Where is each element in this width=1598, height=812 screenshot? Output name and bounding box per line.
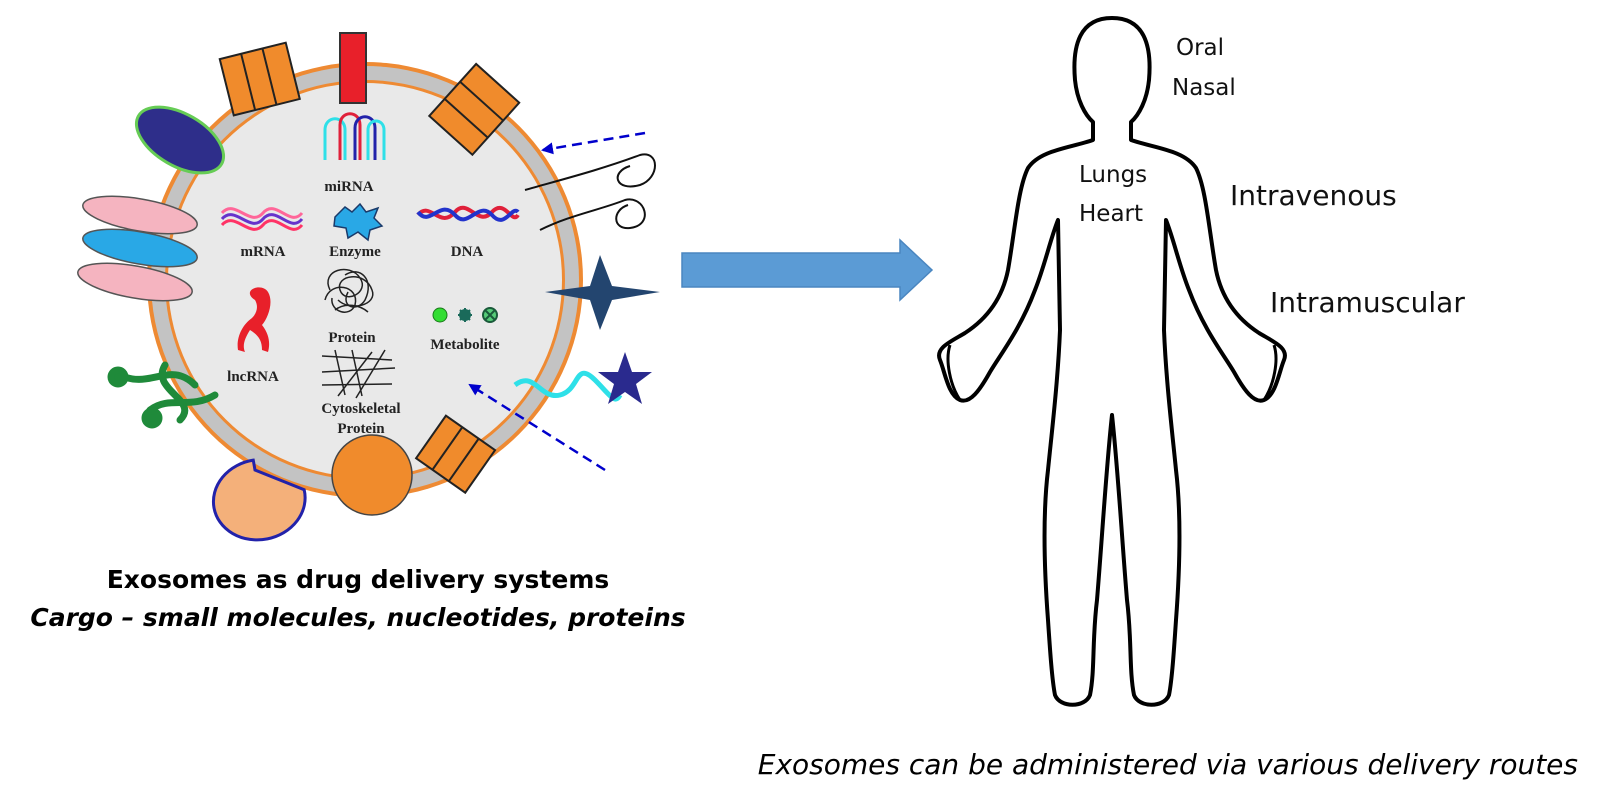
label-cytoskeletal: Cytoskeletal xyxy=(321,401,400,417)
label-mrna: mRNA xyxy=(241,244,286,260)
human-body-outline xyxy=(937,16,1287,707)
navy-membrane-protein xyxy=(134,105,226,175)
exosome-caption-title: Exosomes as drug delivery systems xyxy=(106,565,610,594)
cyan-wave-ligand xyxy=(513,370,623,402)
label-mirna: miRNA xyxy=(324,179,373,195)
receptor-top-right xyxy=(427,62,521,157)
label-lncrna: lncRNA xyxy=(227,369,279,385)
enzyme-icon xyxy=(333,202,384,242)
orange-membrane-protein xyxy=(331,434,413,516)
cytoskeletal-icon xyxy=(321,349,396,399)
label-protein: Protein xyxy=(328,330,376,346)
pacman-membrane-protein xyxy=(211,458,307,542)
mrna-icon xyxy=(220,207,304,231)
label-oral: Oral xyxy=(1176,35,1224,61)
protein-icon xyxy=(324,268,374,313)
dna-icon xyxy=(416,205,520,222)
label-dna: DNA xyxy=(451,244,484,260)
receptor-top-left xyxy=(218,41,301,117)
star-ligand-icon xyxy=(598,352,652,404)
delivery-arrow xyxy=(681,238,934,302)
label-cytoskeletal-protein: Protein xyxy=(337,421,385,437)
uptake-arrow-top xyxy=(541,131,646,155)
curly-ligands xyxy=(524,153,656,231)
label-heart: Heart xyxy=(1079,201,1143,227)
label-lungs: Lungs xyxy=(1079,162,1147,188)
label-metabolite: Metabolite xyxy=(430,337,499,353)
navy-star-ligand xyxy=(545,255,660,330)
delivery-routes-caption: Exosomes can be administered via various… xyxy=(757,748,1578,781)
red-membrane-protein xyxy=(339,32,367,104)
mirna-icon xyxy=(323,112,386,160)
tetraspanin-stack xyxy=(77,195,198,302)
label-intravenous: Intravenous xyxy=(1230,179,1397,212)
receptor-bottom-right xyxy=(414,414,497,495)
uptake-arrow-bottom xyxy=(468,383,606,472)
metabolite-icon xyxy=(432,307,498,323)
label-nasal: Nasal xyxy=(1172,75,1236,101)
label-intramuscular: Intramuscular xyxy=(1270,286,1465,319)
lncrna-icon xyxy=(237,287,271,352)
green-membrane-protein xyxy=(107,361,219,429)
hand-details xyxy=(946,344,1278,401)
label-enzyme: Enzyme xyxy=(329,244,381,260)
exosome-caption-subtitle: Cargo – small molecules, nucleotides, pr… xyxy=(30,603,686,632)
